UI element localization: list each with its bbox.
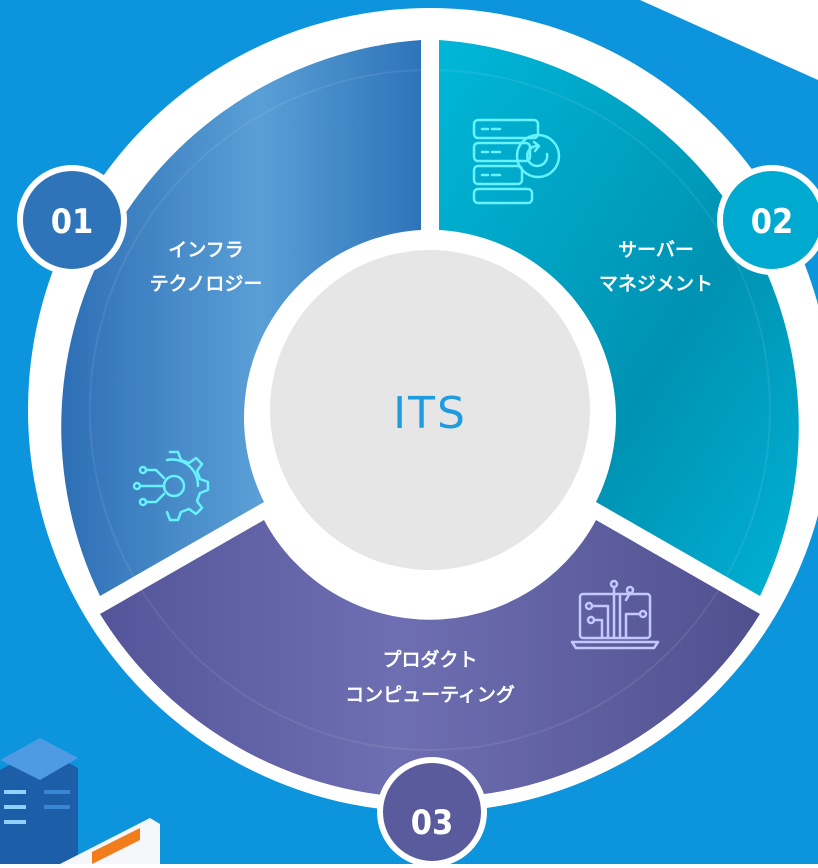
segment-01-label-line2: テクノロジー <box>150 273 263 295</box>
badge-03-number: 03 <box>411 803 454 843</box>
center-circle <box>270 250 590 570</box>
segment-03-label-line1: プロダクト <box>382 648 477 671</box>
segment-02-label-line1: サーバー <box>618 239 694 261</box>
laptop-circuit-icon <box>570 579 660 650</box>
segment-01 <box>61 40 422 596</box>
gear-circuit-icon <box>132 450 210 522</box>
badge-02-number: 02 <box>751 202 794 242</box>
segment-02 <box>439 40 799 596</box>
badge-02-circle <box>717 165 818 275</box>
background-corner <box>430 0 818 80</box>
server-refresh-icon <box>472 118 561 205</box>
badge-01-circle <box>17 165 127 275</box>
badge-01-number: 01 <box>51 202 94 242</box>
center-title: ITS <box>393 388 467 439</box>
segment-01-label-line1: インフラ <box>168 239 243 261</box>
segment-03 <box>100 520 760 798</box>
segment-03-label-line2: コンピューティング <box>345 683 515 706</box>
server-illustration <box>0 738 160 864</box>
segment-02-label-line2: マネジメント <box>599 273 713 295</box>
